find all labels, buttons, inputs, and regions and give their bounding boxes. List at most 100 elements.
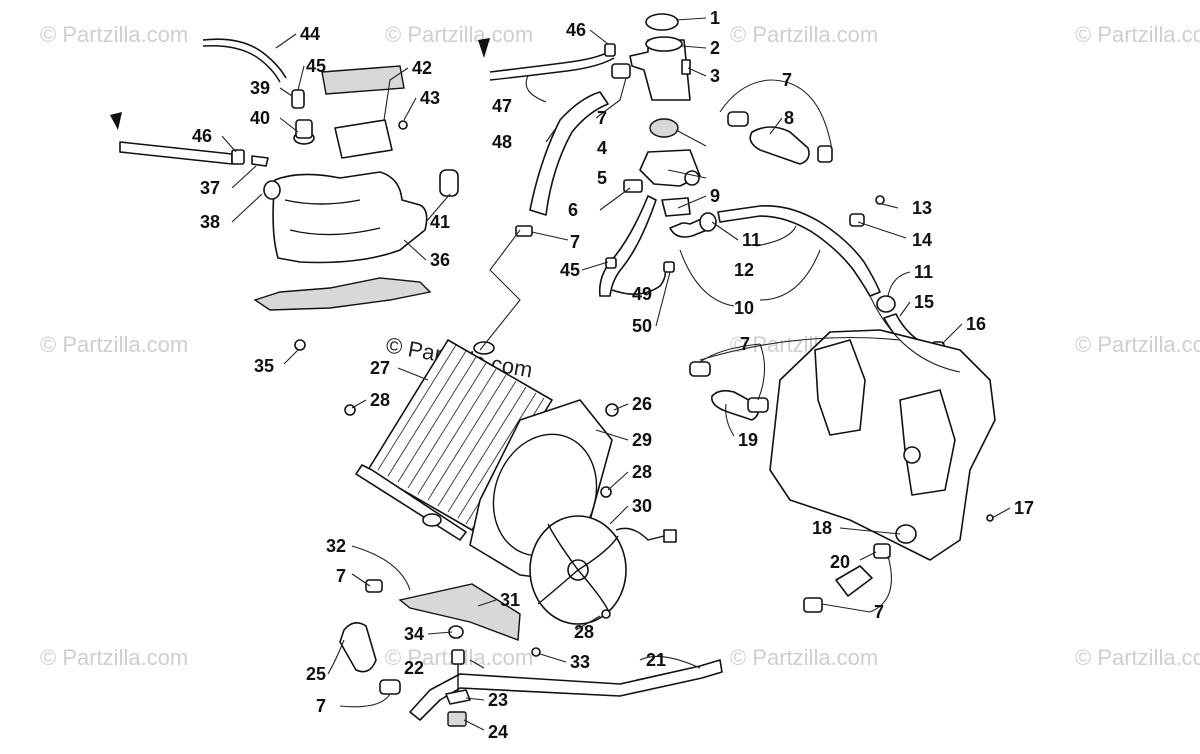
callout-33: 33	[570, 652, 590, 672]
bottle-detail	[284, 199, 381, 236]
screw	[294, 339, 306, 351]
callout-36: 36	[430, 250, 450, 270]
neck-flange	[645, 36, 683, 52]
callout-29: 29	[632, 430, 652, 450]
bleed-hose	[489, 49, 613, 73]
callout-25: 25	[306, 664, 326, 684]
callout-14: 14	[912, 230, 932, 250]
callout-43: 43	[420, 88, 440, 108]
callout-44: 44	[300, 24, 320, 44]
shroud-opening	[492, 433, 598, 557]
coolant-pipe	[409, 659, 723, 721]
watermark: © Partzilla.com	[730, 22, 878, 47]
callout-7: 7	[782, 70, 792, 90]
shield-bracket	[398, 583, 521, 641]
callout-12: 12	[734, 260, 754, 280]
callout-41: 41	[430, 212, 450, 232]
nut-block	[447, 711, 467, 727]
callout-47: 47	[492, 96, 512, 116]
screw	[601, 609, 611, 619]
callout-49: 49	[632, 284, 652, 304]
callout-7: 7	[874, 602, 884, 622]
callout-46: 46	[192, 126, 212, 146]
hose-clamp	[873, 543, 891, 559]
callout-10: 10	[734, 298, 754, 318]
o-ring	[876, 295, 896, 313]
callout-20: 20	[830, 552, 850, 572]
callout-7: 7	[570, 232, 580, 252]
overflow-hose	[119, 141, 233, 165]
bolt	[681, 59, 691, 75]
callout-28: 28	[370, 390, 390, 410]
clip	[445, 689, 471, 705]
callout-7: 7	[740, 334, 750, 354]
callout-22: 22	[404, 658, 424, 678]
callout-31: 31	[500, 590, 520, 610]
bottle-bracket	[253, 277, 432, 311]
hose-clamp	[604, 43, 616, 57]
callout-45: 45	[306, 56, 326, 76]
callout-48: 48	[492, 132, 512, 152]
engine-plate-group	[689, 329, 996, 613]
callout-6: 6	[568, 200, 578, 220]
hose-clamp	[747, 397, 769, 413]
callout-28: 28	[632, 462, 652, 482]
callout-17: 17	[1014, 498, 1034, 518]
callout-7: 7	[597, 108, 607, 128]
fan-connector	[663, 529, 677, 543]
watermark: © Partzilla.com	[730, 645, 878, 670]
hose-clamp	[231, 149, 245, 165]
callout-18: 18	[812, 518, 832, 538]
callout-7: 7	[336, 566, 346, 586]
fan-blades	[537, 523, 619, 615]
callout-30: 30	[632, 496, 652, 516]
screw	[875, 195, 885, 205]
vent-hose	[202, 38, 287, 79]
bolt	[451, 649, 465, 665]
callout-34: 34	[404, 624, 424, 644]
callout-37: 37	[200, 178, 220, 198]
screw	[531, 647, 541, 657]
callout-2: 2	[710, 38, 720, 58]
callout-23: 23	[488, 690, 508, 710]
radiator-outlet	[422, 513, 442, 527]
callout-5: 5	[597, 168, 607, 188]
callout-11: 11	[742, 230, 761, 250]
filler-plug	[439, 169, 459, 197]
radiator-fins	[377, 344, 545, 525]
callout-11: 11	[914, 262, 933, 282]
overflow-bottle-group	[110, 38, 459, 351]
vent-hose-edge	[202, 45, 281, 83]
hose-clamp	[515, 225, 533, 237]
hose-clamp	[605, 257, 617, 269]
bottle-neck	[295, 119, 313, 139]
watermark: © Partzilla.com	[40, 645, 188, 670]
hose-clamp	[663, 261, 675, 273]
watermark: © Partzilla.com	[1075, 645, 1200, 670]
callout-28: 28	[574, 622, 594, 642]
watermark: © Partzilla.com	[1075, 332, 1200, 357]
callout-9: 9	[710, 186, 720, 206]
callout-13: 13	[912, 198, 932, 218]
callout-4: 4	[597, 138, 607, 158]
callout-1: 1	[710, 8, 720, 28]
elbow-fitting	[251, 155, 269, 167]
bypass-hose	[598, 195, 657, 297]
arrow-icon	[478, 38, 490, 58]
hose-clamp	[365, 579, 383, 593]
fan-wire	[615, 527, 665, 541]
screw	[398, 120, 408, 130]
engine-plate	[769, 329, 996, 561]
hose-clamp	[689, 361, 711, 377]
hose-clamp	[379, 679, 401, 695]
grommet	[263, 180, 281, 200]
fuse-bracket	[334, 119, 393, 159]
callout-42: 42	[412, 58, 432, 78]
mount-boss	[903, 446, 921, 464]
watermark: © Partzilla.com	[40, 332, 188, 357]
arrow-icon	[110, 112, 122, 130]
clamp-bracket	[849, 213, 865, 227]
hose-short	[835, 565, 873, 597]
